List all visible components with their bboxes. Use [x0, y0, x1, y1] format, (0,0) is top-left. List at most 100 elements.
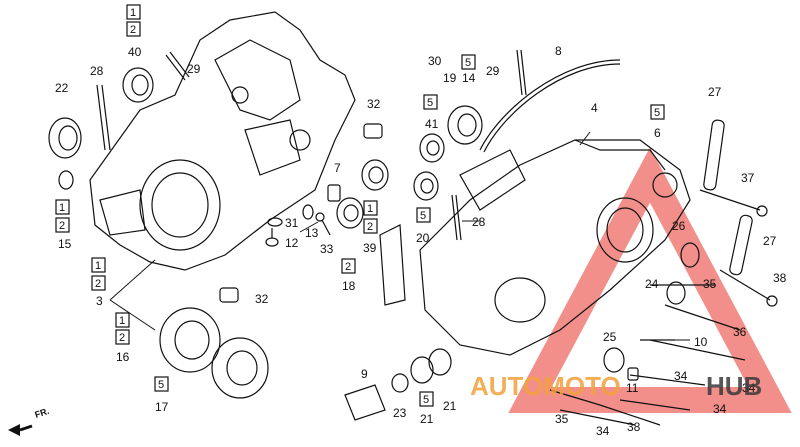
bolt-12 [265, 228, 279, 247]
callout-10: 10 [694, 335, 708, 349]
callout-3: 3 [96, 294, 103, 308]
watermark-left: AUTOMOTO [470, 371, 621, 401]
svg-text:5: 5 [427, 97, 433, 109]
box-2: 2 [341, 258, 356, 274]
bearing-21-a [410, 356, 434, 384]
box-1: 1 [363, 200, 378, 216]
box-5: 5 [419, 391, 434, 407]
svg-text:2: 2 [95, 278, 101, 290]
svg-text:2: 2 [59, 220, 65, 232]
stud-29-right [516, 49, 527, 96]
callout-17: 17 [155, 400, 169, 414]
bolt-33 [315, 212, 331, 236]
svg-text:1: 1 [59, 202, 65, 214]
svg-text:1: 1 [130, 7, 136, 19]
callout-37: 37 [741, 171, 755, 185]
callout-26: 26 [672, 219, 686, 233]
svg-text:1: 1 [119, 315, 125, 327]
bearing-18 [336, 197, 364, 229]
callout-21: 21 [420, 412, 434, 426]
box-2: 2 [115, 329, 130, 345]
callout-4: 4 [591, 101, 598, 115]
callout-28: 28 [90, 64, 104, 78]
bolt-34-a [649, 339, 746, 361]
collar-32-upper [363, 123, 383, 139]
callout-38: 38 [773, 271, 787, 285]
bearing-16 [159, 307, 221, 373]
callout-27: 27 [708, 85, 722, 99]
bearing-40 [122, 67, 154, 103]
box-2: 2 [55, 217, 70, 233]
stud-28-right [451, 194, 462, 241]
callout-34: 34 [596, 424, 610, 438]
svg-text:1: 1 [95, 260, 101, 272]
callout-19: 19 [443, 71, 457, 85]
svg-text:5: 5 [423, 394, 429, 406]
bolt-36 [664, 304, 741, 331]
callout-34: 34 [713, 402, 727, 416]
bolt-37 [699, 189, 768, 217]
left-crankcase-half [89, 11, 356, 271]
callout-7: 7 [334, 161, 341, 175]
svg-text:2: 2 [119, 332, 125, 344]
bearing-39 [361, 159, 389, 191]
box-2: 2 [126, 21, 141, 37]
dowel-7 [327, 184, 341, 202]
callout-16: 16 [116, 350, 130, 364]
bolt-38-right [719, 269, 778, 307]
callout-23: 23 [393, 406, 407, 420]
plate-27-lower [729, 214, 753, 276]
bearing-24 [666, 281, 686, 305]
hose-8 [479, 59, 621, 153]
seal-26 [680, 242, 700, 268]
box-5: 5 [416, 207, 431, 223]
callout-27: 27 [763, 234, 777, 248]
callout-39: 39 [363, 241, 377, 255]
stud-29-left [165, 51, 190, 81]
callout-38: 38 [627, 420, 641, 434]
box-2: 2 [363, 218, 378, 234]
boxed-callouts: 1 2 1 2 1 2 1 2 1 2 2 5 5 5 5 5 5 [55, 4, 665, 407]
callout-32: 32 [367, 97, 381, 111]
box-1: 1 [126, 4, 141, 20]
callout-33: 33 [320, 242, 334, 256]
callout-34: 34 [674, 369, 688, 383]
callout-35: 35 [703, 277, 717, 291]
callout-29: 29 [187, 62, 201, 76]
callout-34: 34 [742, 381, 756, 395]
callout-36: 36 [733, 325, 747, 339]
box-1: 1 [55, 199, 70, 215]
svg-text:2: 2 [345, 261, 351, 273]
box-5: 5 [154, 376, 169, 392]
bolt-34-c [619, 399, 691, 411]
box-5: 5 [423, 94, 438, 110]
box-1: 1 [115, 312, 130, 328]
box-5: 5 [461, 54, 476, 70]
stud-28-left [96, 84, 111, 151]
watermark-right: HUB [706, 371, 762, 401]
bearing-41 [419, 133, 445, 163]
box-2: 2 [91, 275, 106, 291]
callout-30: 30 [428, 54, 442, 68]
watermark-triangle-logo [508, 147, 792, 413]
collar-32-lower [219, 287, 239, 303]
oil-seal-22 [48, 117, 82, 159]
callout-22: 22 [55, 81, 69, 95]
svg-text:1: 1 [367, 203, 373, 215]
bearing-20 [413, 171, 439, 201]
callout-15: 15 [58, 237, 72, 251]
callout-31: 31 [285, 216, 299, 230]
callout-14: 14 [462, 71, 476, 85]
callout-8: 8 [555, 44, 562, 58]
bolt-35-lower [549, 389, 601, 406]
front-label: FR. [34, 406, 51, 420]
callout-18: 18 [342, 279, 356, 293]
bearing-21-b [428, 348, 452, 376]
box-1: 1 [91, 257, 106, 273]
callout-11: 11 [626, 381, 639, 395]
callout-6: 6 [654, 126, 661, 140]
callout-21: 21 [443, 399, 457, 413]
box-5: 5 [650, 104, 665, 120]
callout-25: 25 [603, 330, 617, 344]
